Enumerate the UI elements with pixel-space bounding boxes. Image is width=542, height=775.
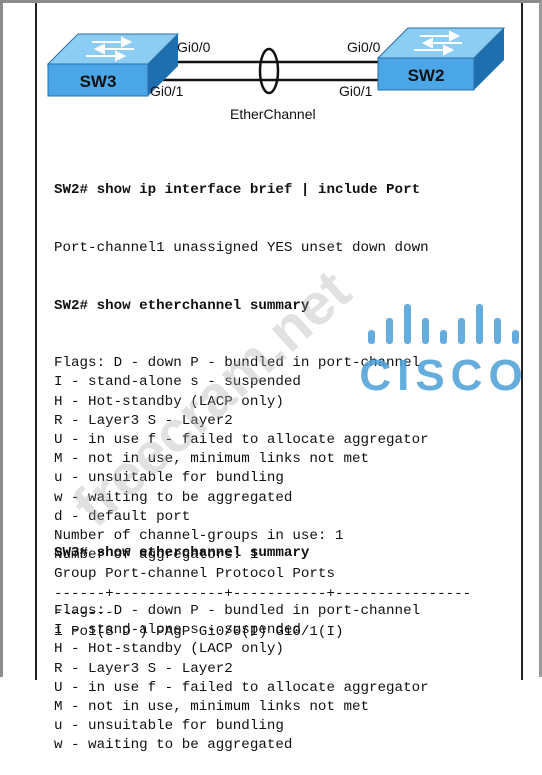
sw3-port-top: Gi0/0 [177, 39, 211, 55]
screenshot-frame [0, 0, 542, 680]
sw2-command-ip-brief: SW2# show ip interface brief | include P… [54, 182, 421, 199]
sw2-line: ------+-------------+-----------+-------… [54, 585, 472, 602]
sw2-line: H - Hot-standby (LACP only) [54, 393, 284, 410]
sw2-label: SW2 [408, 66, 445, 85]
sw3-switch-icon [46, 33, 180, 97]
sw2-line: d - default port [54, 508, 191, 525]
sw2-cli-output: SW2# show ip interface brief | include P… [54, 143, 471, 661]
sw2-line: u - unsuitable for bundling [54, 470, 284, 487]
sw2-port-bottom: Gi0/1 [339, 83, 373, 99]
sw2-line: R - Layer3 S - Layer2 [54, 412, 233, 429]
sw2-line: Flags: D - down P - bundled in port-chan… [54, 355, 421, 372]
sw3-line: u - unsuitable for bundling [54, 718, 284, 735]
sw2-ip-brief-output: Port-channel1 unassigned YES unset down … [54, 240, 429, 257]
sw3-line: Flags: D - down P - bundled in port-chan… [54, 603, 421, 620]
sw2-line: M - not in use, minimum links not met [54, 451, 370, 468]
sw3-command-etherchannel: SW3# show etherchannel summary [54, 545, 310, 562]
sw2-command-etherchannel: SW2# show etherchannel summary [54, 297, 310, 314]
sw3-line: M - not in use, minimum links not met [54, 699, 370, 716]
sw3-port-bottom: Gi0/1 [150, 83, 184, 99]
sw2-etherchannel-lines: Flags: D - down P - bundled in port-chan… [54, 354, 471, 642]
sw3-line: H - Hot-standby (LACP only) [54, 641, 284, 658]
etherchannel-label: EtherChannel [230, 106, 316, 122]
sw3-label: SW3 [80, 72, 117, 91]
content-border [35, 3, 523, 680]
sw3-line: R - Layer3 S - Layer2 [54, 660, 233, 677]
etherchannel-ellipse [258, 47, 280, 95]
sw2-line: U - in use f - failed to allocate aggreg… [54, 432, 429, 449]
sw2-line: Number of channel-groups in use: 1 [54, 528, 344, 545]
sw2-line: Group Port-channel Protocol Ports [54, 566, 335, 583]
sw3-line: w - waiting to be aggregated [54, 737, 293, 754]
sw3-line: U - in use f - failed to allocate aggreg… [54, 679, 429, 696]
sw2-port-top: Gi0/0 [347, 39, 381, 55]
topology-diagram: SW3 SW2 [46, 27, 506, 97]
sw2-switch-icon [376, 27, 506, 91]
sw2-line: I - stand-alone s - suspended [54, 374, 301, 391]
sw2-line: 1 Po1(S D ) PAgP Gi0/0(I) Gi0/1(I) [54, 624, 344, 641]
sw3-cli-output: SW3# show etherchannel summary Flags: D … [54, 506, 429, 775]
sw3-line: I - stand-alone s - suspended [54, 622, 301, 639]
sw2-line: ------- [54, 604, 114, 621]
sw2-line: w - waiting to be aggregated [54, 489, 293, 506]
sw3-etherchannel-lines: Flags: D - down P - bundled in port-chan… [54, 602, 429, 756]
sw2-line: Number of aggregators: 1 [54, 547, 259, 564]
